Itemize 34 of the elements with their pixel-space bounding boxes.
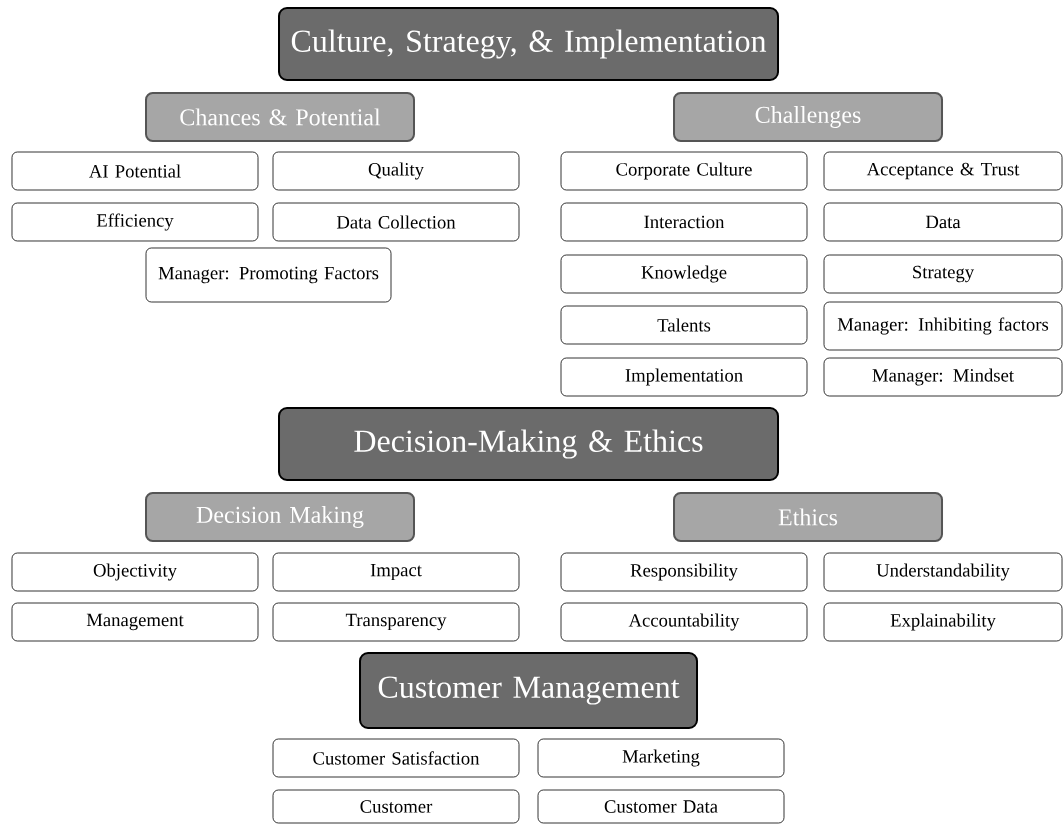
main-topic-box: Decision-Making & Ethics xyxy=(278,407,779,481)
item-box: Corporate Culture xyxy=(560,151,808,191)
item-box: AI Potential xyxy=(11,151,259,191)
item-box: Acceptance & Trust xyxy=(823,151,1063,191)
item-box: Customer Data xyxy=(537,789,785,824)
item-box: Responsibility xyxy=(560,552,808,592)
item-box: Strategy xyxy=(823,254,1063,294)
item-box: Customer Satisfaction xyxy=(272,738,520,778)
item-box: Marketing xyxy=(537,738,785,778)
item-box: Objectivity xyxy=(11,552,259,592)
item-box: Talents xyxy=(560,305,808,345)
item-box: Customer xyxy=(272,789,520,824)
item-box: Data Collection xyxy=(272,202,520,242)
item-box: Quality xyxy=(272,151,520,191)
subtopic-box: Ethics xyxy=(673,492,943,542)
item-box: Knowledge xyxy=(560,254,808,294)
item-box: Management xyxy=(11,602,259,642)
subtopic-box: Chances & Potential xyxy=(145,92,415,142)
subtopic-box: Decision Making xyxy=(145,492,415,542)
item-box: Impact xyxy=(272,552,520,592)
item-box: Explainability xyxy=(823,602,1063,642)
subtopic-box: Challenges xyxy=(673,92,943,142)
item-box: Understandability xyxy=(823,552,1063,592)
item-box: Manager: Mindset xyxy=(823,357,1063,397)
item-box: Manager: Inhibiting factors xyxy=(823,301,1063,351)
item-box: Interaction xyxy=(560,202,808,242)
item-box: Implementation xyxy=(560,357,808,397)
item-box: Data xyxy=(823,202,1063,242)
item-box: Manager: Promoting Factors xyxy=(145,247,392,303)
item-box: Efficiency xyxy=(11,202,259,242)
item-box: Accountability xyxy=(560,602,808,642)
main-topic-box: Culture, Strategy, & Implementation xyxy=(278,7,779,81)
item-box: Transparency xyxy=(272,602,520,642)
main-topic-box: Customer Management xyxy=(359,652,698,729)
